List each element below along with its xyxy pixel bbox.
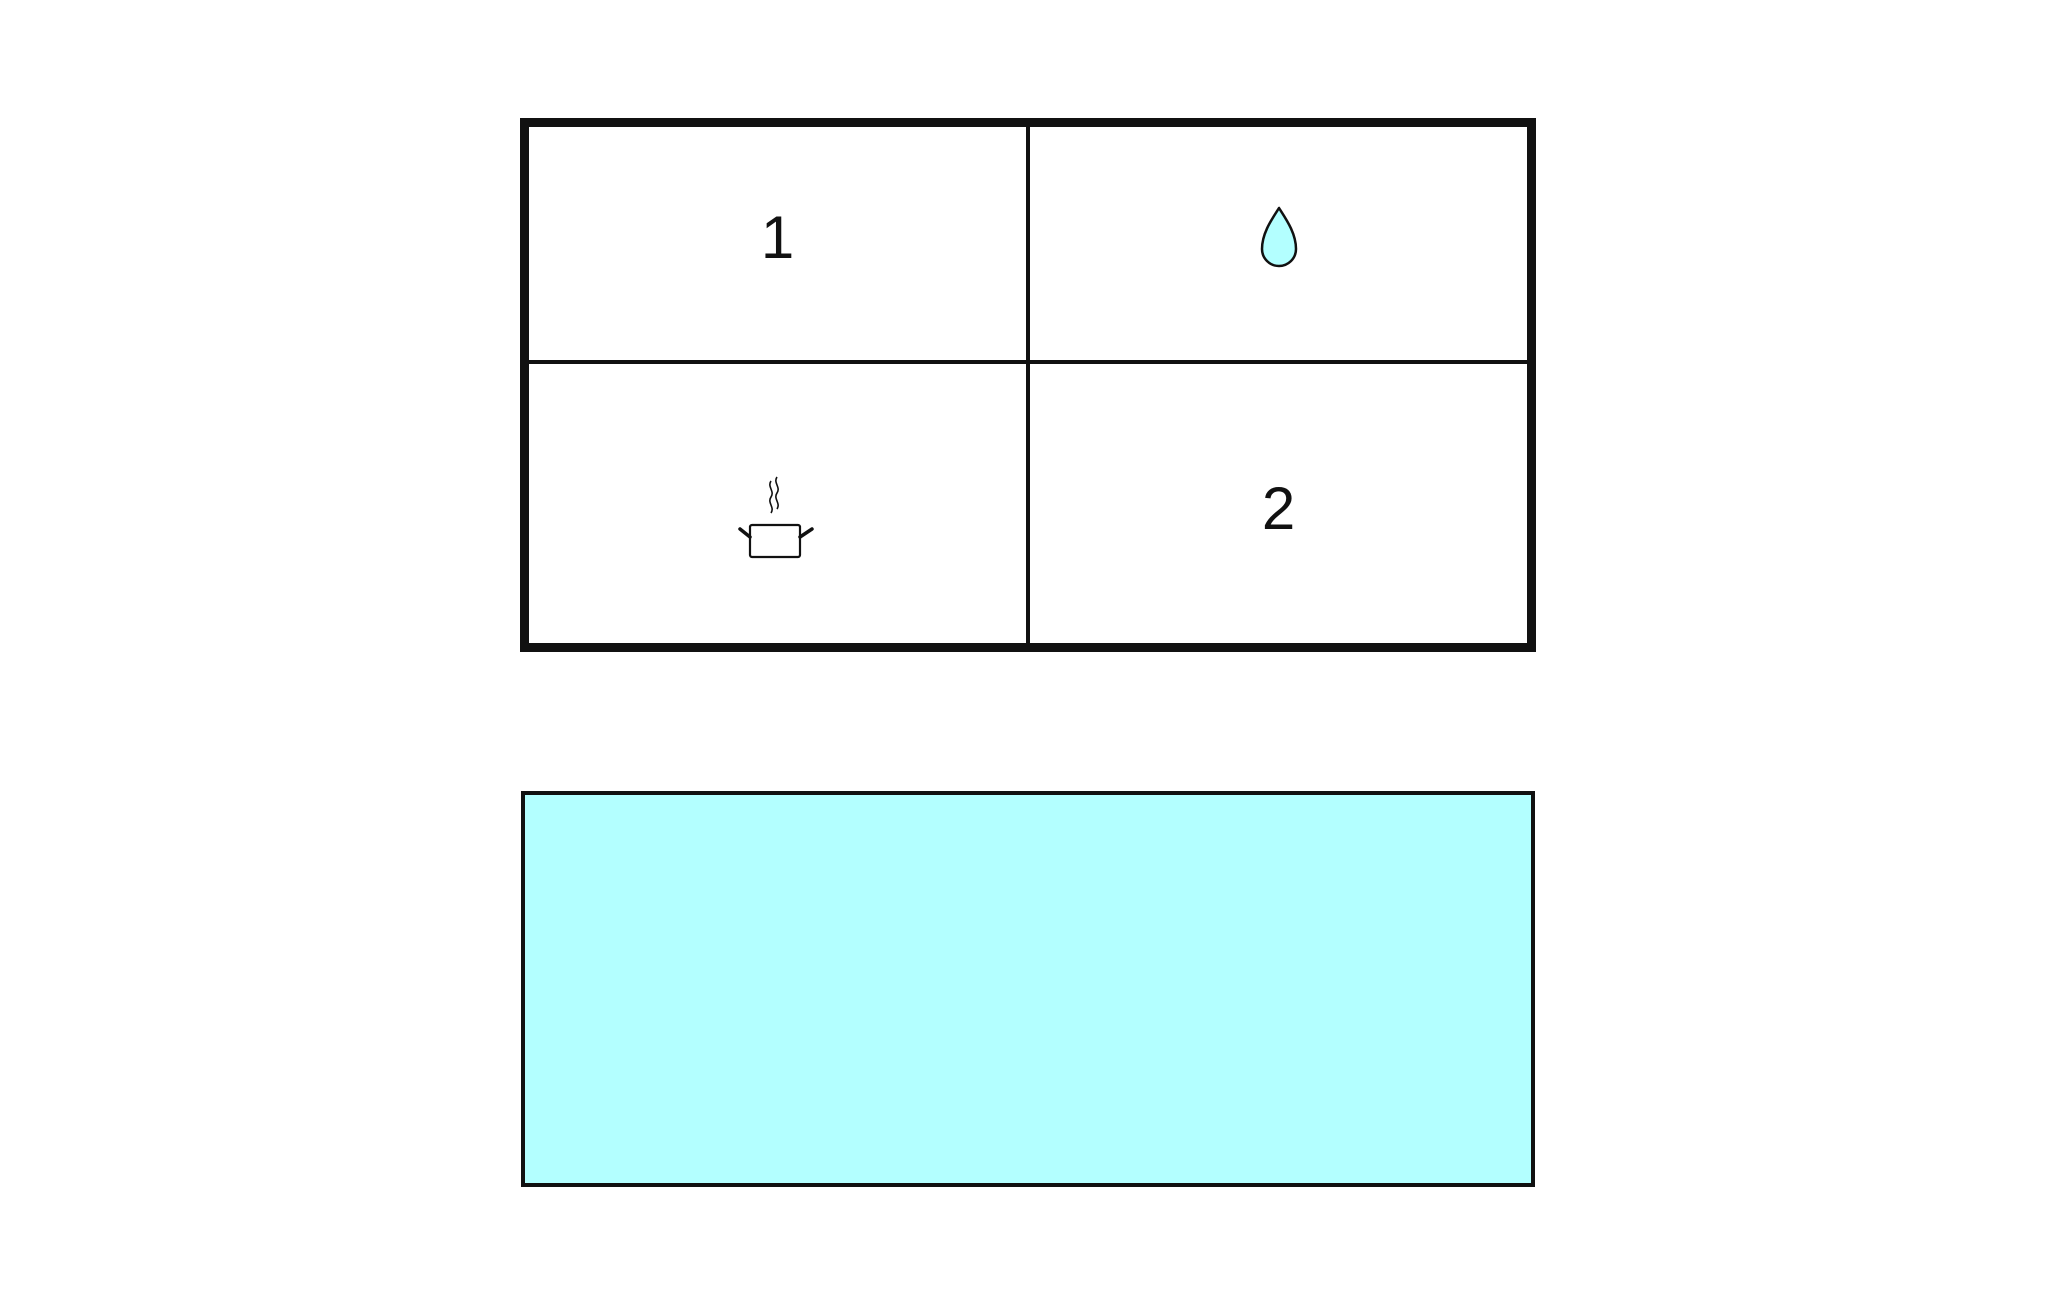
steaming-pot-icon: [737, 476, 814, 558]
grid-cell-2: 2: [1028, 362, 1527, 643]
cell-number-2: 2: [1261, 474, 1296, 542]
water-drop-icon: [1260, 206, 1297, 267]
grid-cell-1: 1: [529, 127, 1028, 362]
water-basin: [521, 791, 1535, 1187]
grid-cell-cooking: [529, 362, 1028, 643]
cell-number-1: 1: [760, 203, 795, 271]
grid-cell-water: [1028, 127, 1527, 362]
grid-board: 1 2: [520, 118, 1536, 652]
